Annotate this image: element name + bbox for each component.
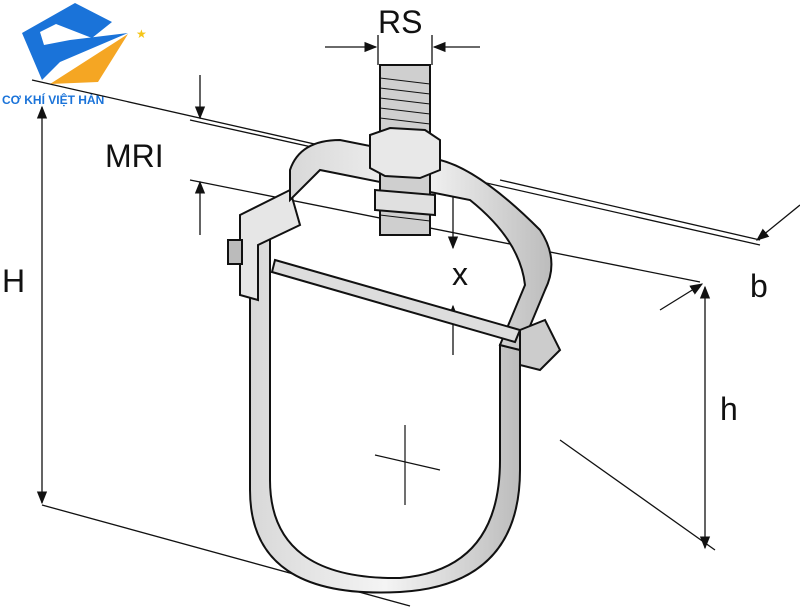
label-b: b xyxy=(750,268,768,304)
label-x: x xyxy=(452,256,468,292)
center-mark xyxy=(374,425,441,505)
hanger-band xyxy=(227,138,562,594)
threaded-rod xyxy=(369,64,441,236)
logo-text: CƠ KHÍ VIỆT HÀN xyxy=(2,92,104,107)
logo-blue-shape xyxy=(22,3,128,80)
logo-orange-shape xyxy=(50,34,128,84)
label-rs: RS xyxy=(378,4,422,40)
label-mri: MRI xyxy=(105,138,164,174)
company-logo: ★ CƠ KHÍ VIỆT HÀN xyxy=(2,3,147,107)
logo-star-icon: ★ xyxy=(136,27,147,41)
hex-nut xyxy=(369,126,441,180)
label-h: h xyxy=(720,391,738,427)
lower-nut xyxy=(374,188,436,217)
label-h-overall: H xyxy=(2,263,25,299)
